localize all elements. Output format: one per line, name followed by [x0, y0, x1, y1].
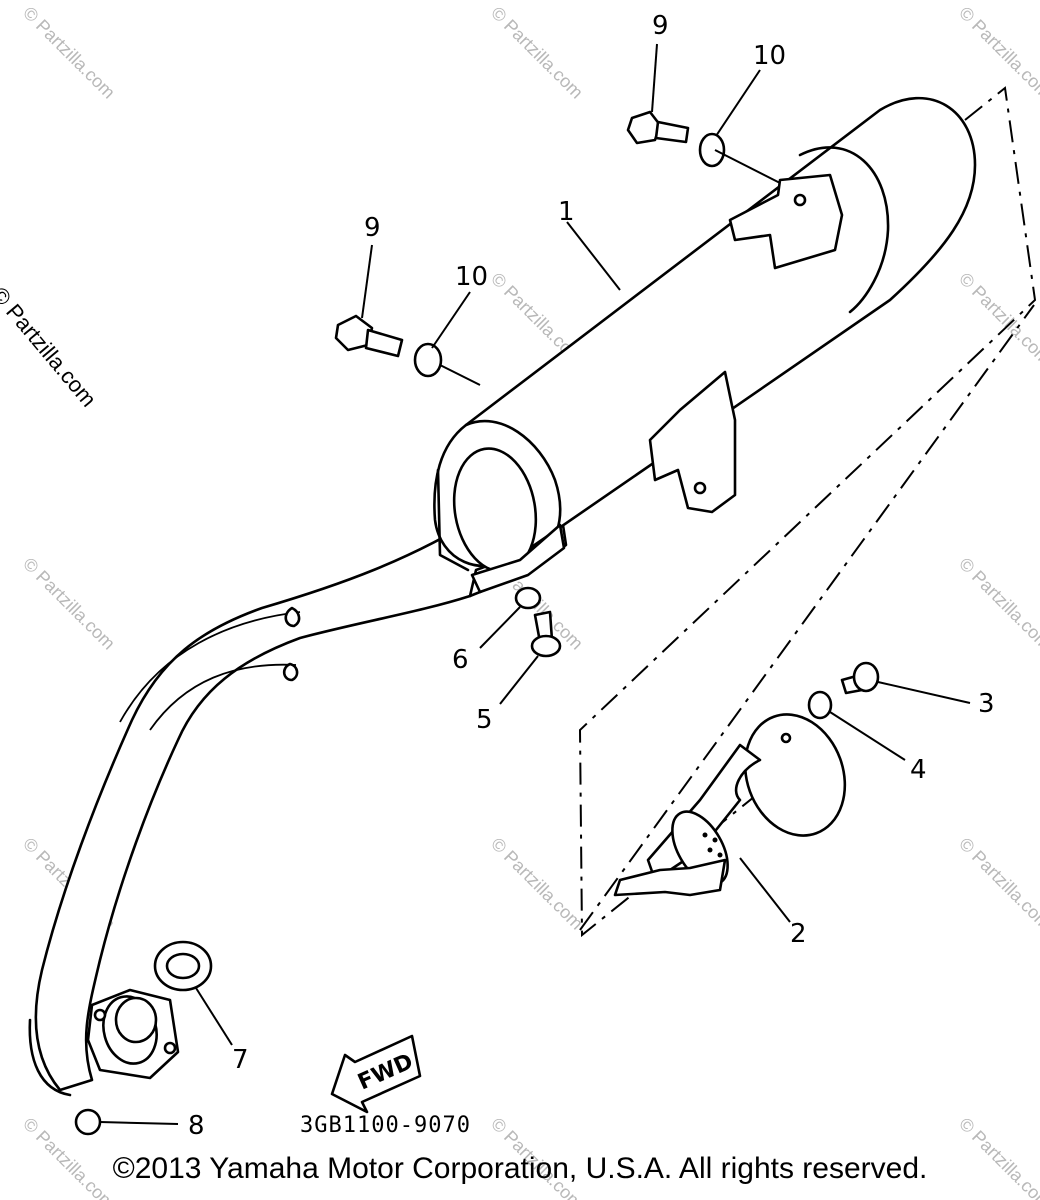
bolt-9-left	[334, 314, 404, 358]
callout-1: 1	[558, 197, 575, 227]
diagram-code: 3GB1100-9070	[300, 1113, 471, 1138]
muffler	[433, 97, 977, 594]
nut-8	[74, 1108, 102, 1136]
washer-6	[514, 586, 542, 610]
watermark-tile: © Partzilla.com	[19, 3, 119, 103]
washer-10-left	[413, 342, 443, 378]
watermark-tile: © Partzilla.com	[19, 554, 119, 654]
fasteners	[74, 110, 880, 1136]
fwd-arrow: FWD	[330, 1034, 422, 1114]
watermark-tile: © Partzilla.com	[955, 269, 1040, 369]
bolt-5	[530, 610, 562, 658]
callout-7: 7	[232, 1045, 249, 1075]
callout-6: 6	[452, 645, 469, 675]
gasket-7	[153, 940, 213, 992]
bolt-3	[840, 661, 880, 695]
leader-lines	[99, 43, 971, 1125]
bolt-9-top	[626, 110, 690, 145]
washer-4	[807, 690, 833, 720]
pipe-flange	[86, 988, 180, 1080]
watermark-tile: © Partzilla.com	[487, 3, 587, 103]
watermark-tile: © Partzilla.com	[955, 3, 1040, 103]
callout-10-top: 10	[753, 41, 786, 71]
callout-2: 2	[790, 919, 807, 949]
watermark-tile: © Partzilla.com	[955, 834, 1040, 934]
washer-10-top	[698, 132, 726, 168]
copyright-notice: ©2013 Yamaha Motor Corporation, U.S.A. A…	[112, 1152, 928, 1185]
callout-9-left: 9	[364, 213, 381, 243]
callout-3: 3	[978, 689, 995, 719]
watermark-tile: © Partzilla.com	[487, 834, 587, 934]
assembly-guide-lines	[578, 86, 1037, 938]
callout-10-left: 10	[455, 262, 488, 292]
callout-4: 4	[910, 755, 927, 785]
callout-9-top: 9	[652, 11, 669, 41]
callouts: 1 2 3 4 5 6 7 8 9 9 10 10	[188, 11, 995, 1141]
callout-8: 8	[188, 1111, 205, 1141]
spark-arrester	[613, 713, 847, 897]
watermark-tile: © Partzilla.com	[955, 554, 1040, 654]
callout-5: 5	[476, 705, 493, 735]
